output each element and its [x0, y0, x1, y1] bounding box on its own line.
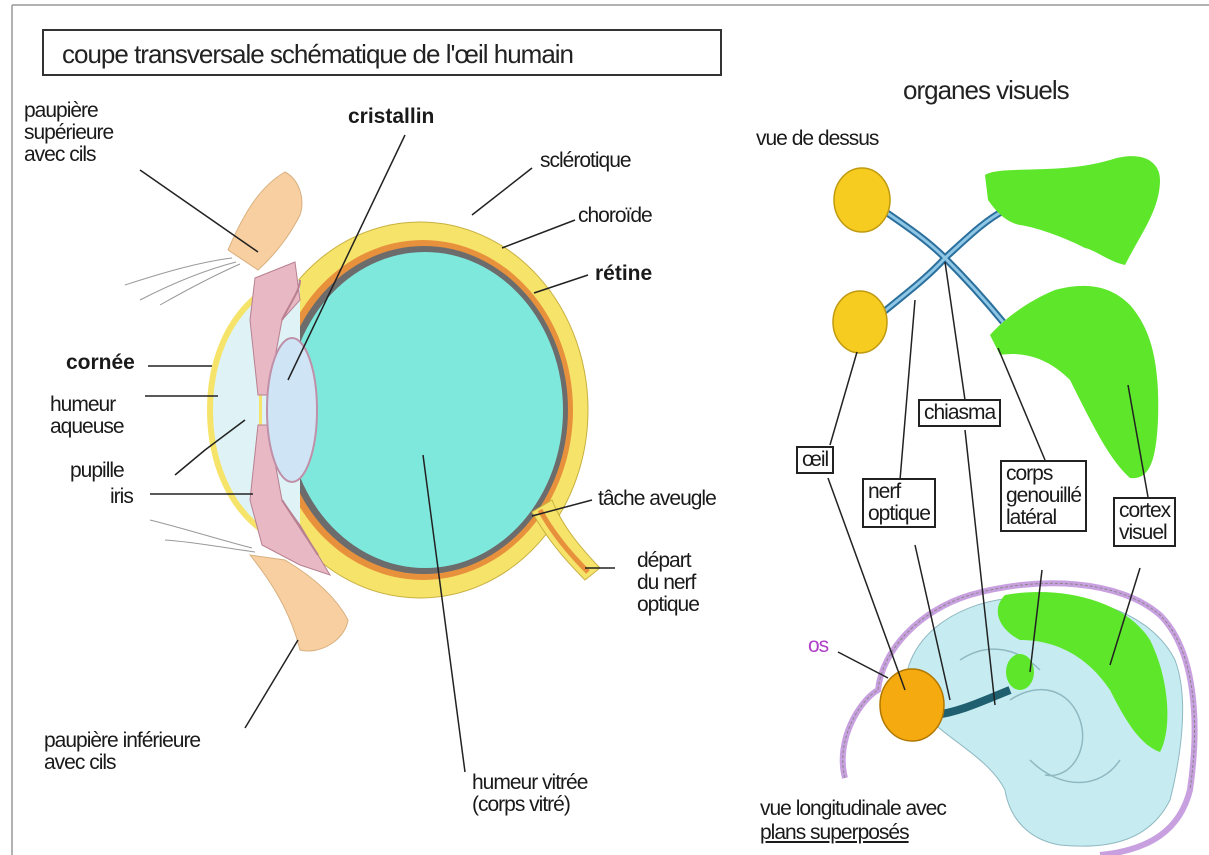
lower-lashes [150, 520, 255, 552]
visual-top-view [833, 156, 1160, 478]
label-iris: iris [110, 486, 133, 508]
label-retina: rétine [595, 263, 652, 285]
vitreous-body [287, 252, 563, 568]
diagram-title: coupe transversale schématique de l'œil … [62, 40, 573, 68]
label-lower-eyelid: paupière inférieure avec cils [44, 730, 200, 774]
label-top-view: vue de dessus [756, 128, 878, 150]
label-aqueous-humor: humeur aqueuse [50, 394, 124, 438]
eye-section [125, 172, 600, 651]
lens [267, 338, 317, 482]
eye-ball-side [880, 669, 944, 741]
label-visual-cortex-box: cortex visuel [1113, 497, 1176, 547]
label-upper-eyelid: paupière supérieure avec cils [24, 100, 113, 166]
label-lens: cristallin [348, 106, 434, 128]
label-sclera: sclérotique [540, 150, 631, 172]
label-cornea: cornée [66, 352, 135, 374]
optic-pathway-bottom [880, 258, 1003, 322]
label-chiasma-box: chiasma [918, 399, 1001, 427]
label-lateral-geniculate-box: corps genouillé latéral [1000, 460, 1087, 532]
upper-lashes [125, 258, 240, 305]
cortex-lower [990, 286, 1158, 478]
label-vitreous-humor: humeur vitrée (corps vitré) [472, 772, 587, 816]
eye-ball-top [834, 168, 890, 232]
label-bone: os [808, 635, 828, 657]
eye-ball-bottom [833, 291, 887, 353]
label-pupil: pupille [70, 460, 124, 482]
label-superposed-planes: plans superposés [760, 822, 909, 844]
cortex-upper [985, 156, 1160, 265]
label-eye-box: œil [796, 446, 834, 474]
label-optic-nerve-box: nerf optique [862, 478, 936, 528]
label-blind-spot: tâche aveugle [598, 488, 716, 510]
organs-title: organes visuels [903, 76, 1069, 104]
label-optic-nerve-start: départ du nerf optique [637, 550, 699, 616]
label-longitudinal-view: vue longitudinale avec [760, 798, 946, 820]
upper-eyelid [228, 172, 302, 270]
label-choroid: choroïde [578, 205, 652, 227]
lateral-geniculate-side [1006, 654, 1034, 690]
optic-pathway-top [880, 208, 1005, 258]
